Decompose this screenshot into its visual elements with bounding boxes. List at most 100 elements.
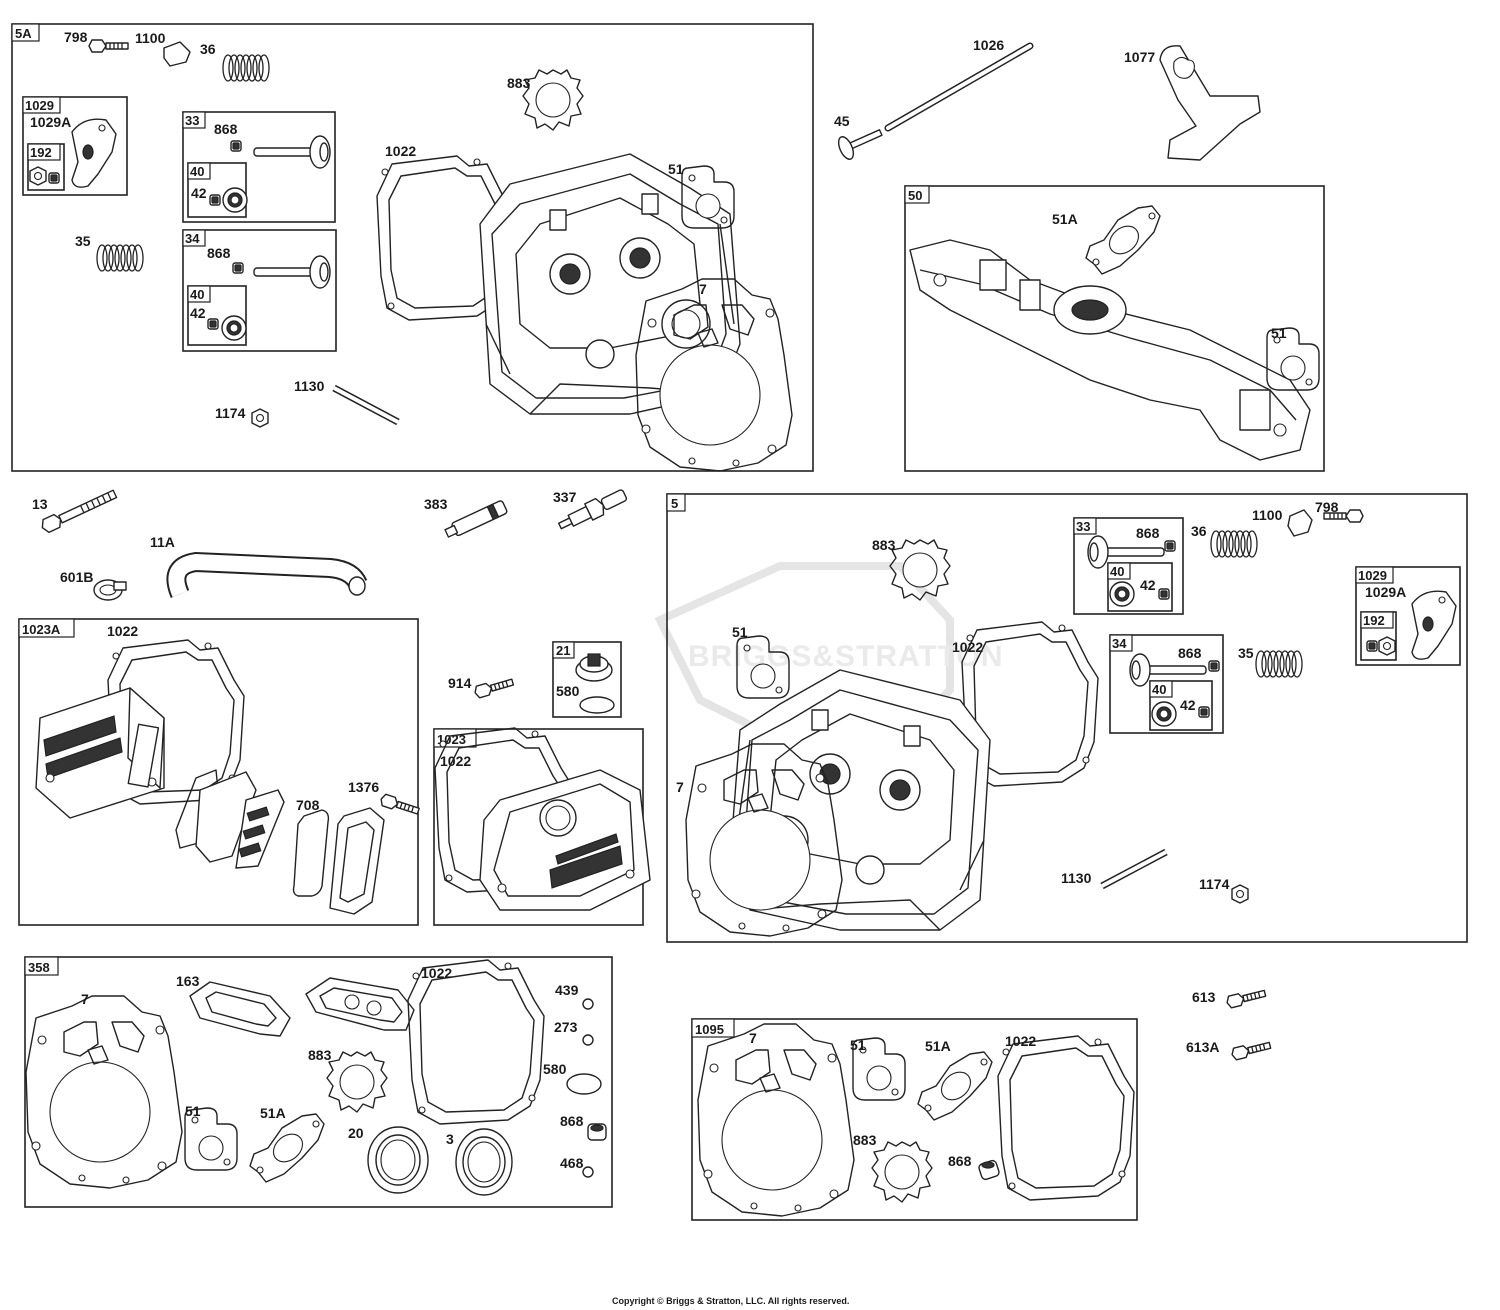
label-163[interactable]: 163 [176,973,200,989]
part-50-manifold[interactable] [909,239,1311,461]
label-1026[interactable]: 1026 [973,37,1004,53]
label-7[interactable]: 7 [676,779,684,795]
label-708[interactable]: 708 [296,797,320,813]
part-7-head-gasket[interactable] [25,995,183,1189]
label-1100[interactable]: 1100 [135,30,166,46]
label-7[interactable]: 7 [699,281,707,297]
part-exhaust-gasket[interactable] [305,977,415,1031]
label-868[interactable]: 868 [207,245,231,261]
label-7[interactable]: 7 [749,1030,757,1046]
part-34-valve[interactable] [253,255,331,289]
part-45-valve[interactable] [836,122,886,162]
label-35[interactable]: 35 [1238,645,1254,661]
label-3[interactable]: 3 [446,1131,454,1147]
part-163-gasket[interactable] [189,981,291,1037]
label-13[interactable]: 13 [32,496,48,512]
label-51a[interactable]: 51A [260,1105,286,1121]
part-192-keeper[interactable] [1366,640,1378,652]
label-883[interactable]: 883 [872,537,896,553]
part-1130-stud[interactable] [1100,848,1168,890]
label-601b[interactable]: 601B [60,569,93,585]
part-868-keeper[interactable] [978,1159,1000,1181]
part-883-gasket[interactable] [522,69,584,131]
label-20[interactable]: 20 [348,1125,364,1141]
part-337-spark-plug[interactable] [556,486,629,534]
label-468[interactable]: 468 [560,1155,584,1171]
part-36-spring[interactable] [222,54,270,82]
label-35[interactable]: 35 [75,233,91,249]
part-868-keeper[interactable] [1164,540,1176,552]
label-51[interactable]: 51 [1271,325,1287,341]
part-868-keeper[interactable] [232,262,244,274]
part-868-keeper[interactable] [230,140,242,152]
label-1022[interactable]: 1022 [952,639,983,655]
part-36-spring[interactable] [1210,530,1258,558]
label-383[interactable]: 383 [424,496,448,512]
part-51a-gasket[interactable] [1085,205,1161,275]
part-21-oil-cap[interactable] [575,653,613,682]
part-1130-stud[interactable] [332,384,400,426]
label-45[interactable]: 45 [834,113,850,129]
label-439[interactable]: 439 [555,982,579,998]
label-51[interactable]: 51 [850,1037,866,1053]
part-11a-hose[interactable] [166,551,368,598]
part-valve-cover[interactable] [479,769,651,911]
label-613[interactable]: 613 [1192,989,1216,1005]
label-51a[interactable]: 51A [925,1038,951,1054]
part-468-o-ring[interactable] [582,1166,594,1178]
label-1174[interactable]: 1174 [1199,876,1230,892]
part-1022-gasket[interactable] [997,1035,1135,1201]
part-580-o-ring[interactable] [566,1073,602,1095]
part-42-keeper[interactable] [1198,706,1210,718]
label-1376[interactable]: 1376 [348,779,379,795]
part-40-seal[interactable] [221,315,247,341]
part-42-keeper[interactable] [1158,588,1170,600]
label-11a[interactable]: 11A [150,534,175,550]
part-868-keeper[interactable] [1208,660,1220,672]
label-883[interactable]: 883 [507,75,531,91]
part-40-seal[interactable] [1109,581,1135,607]
part-1376-bolt[interactable] [378,792,421,818]
label-42[interactable]: 42 [190,305,206,321]
label-868[interactable]: 868 [1136,525,1160,541]
label-1022[interactable]: 1022 [107,623,138,639]
part-883-gasket[interactable] [871,1141,933,1203]
part-42-keeper[interactable] [207,318,219,330]
part-580-o-ring[interactable] [579,696,615,714]
label-36[interactable]: 36 [200,41,216,57]
part-192-nut[interactable] [1378,636,1396,656]
part-192-nut[interactable] [29,166,47,186]
label-51[interactable]: 51 [185,1103,201,1119]
part-1029a-rocker[interactable] [1411,590,1457,660]
label-914[interactable]: 914 [448,675,472,691]
part-1022-gasket[interactable] [407,959,545,1125]
part-914-bolt[interactable] [472,675,515,700]
label-868[interactable]: 868 [214,121,238,137]
label-1022[interactable]: 1022 [385,143,416,159]
label-1130[interactable]: 1130 [294,378,325,394]
part-613a-bolt[interactable] [1229,1038,1273,1062]
label-42[interactable]: 42 [191,185,207,201]
label-580[interactable]: 580 [556,683,580,699]
part-1100-clip[interactable] [163,41,191,67]
label-1022[interactable]: 1022 [421,965,452,981]
label-51[interactable]: 51 [732,624,748,640]
part-1029a-rocker[interactable] [71,118,117,188]
part-rocker-cover[interactable] [35,687,165,819]
label-868[interactable]: 868 [1178,645,1202,661]
label-51[interactable]: 51 [668,161,684,177]
label-1029a[interactable]: 1029A [30,114,71,130]
label-883[interactable]: 883 [853,1132,877,1148]
part-868-keeper[interactable] [587,1123,607,1141]
part-798-bolt[interactable] [88,39,129,53]
label-883[interactable]: 883 [308,1047,332,1063]
label-36[interactable]: 36 [1191,523,1207,539]
part-51a-gasket[interactable] [249,1113,325,1183]
part-13-bolt[interactable] [39,488,118,534]
label-1022[interactable]: 1022 [440,753,471,769]
label-1029a[interactable]: 1029A [1365,584,1406,600]
part-20-seal[interactable] [367,1126,429,1194]
part-883-gasket[interactable] [326,1051,388,1113]
part-1026-pushrod[interactable] [884,42,1034,132]
label-1174[interactable]: 1174 [215,405,246,421]
